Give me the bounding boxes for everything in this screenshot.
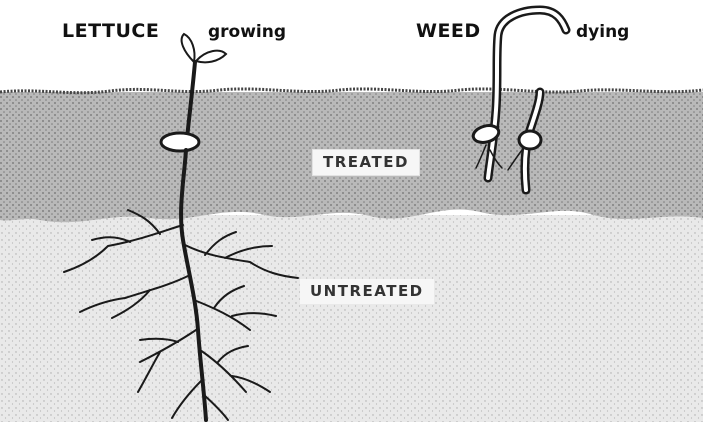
growing-label: growing bbox=[208, 24, 286, 41]
lettuce-leaf-right bbox=[196, 51, 226, 63]
lettuce-label: LETTUCE bbox=[62, 22, 159, 41]
weed-label: WEED bbox=[416, 22, 481, 41]
weed-seed-2 bbox=[519, 131, 541, 149]
untreated-layer-label: UNTREATED bbox=[300, 279, 434, 304]
untreated-soil-stipple bbox=[0, 215, 703, 422]
lettuce-leaf-left bbox=[182, 34, 195, 62]
treated-layer-label: TREATED bbox=[312, 149, 420, 176]
lettuce-seed bbox=[161, 133, 199, 151]
dying-label: dying bbox=[576, 24, 629, 41]
